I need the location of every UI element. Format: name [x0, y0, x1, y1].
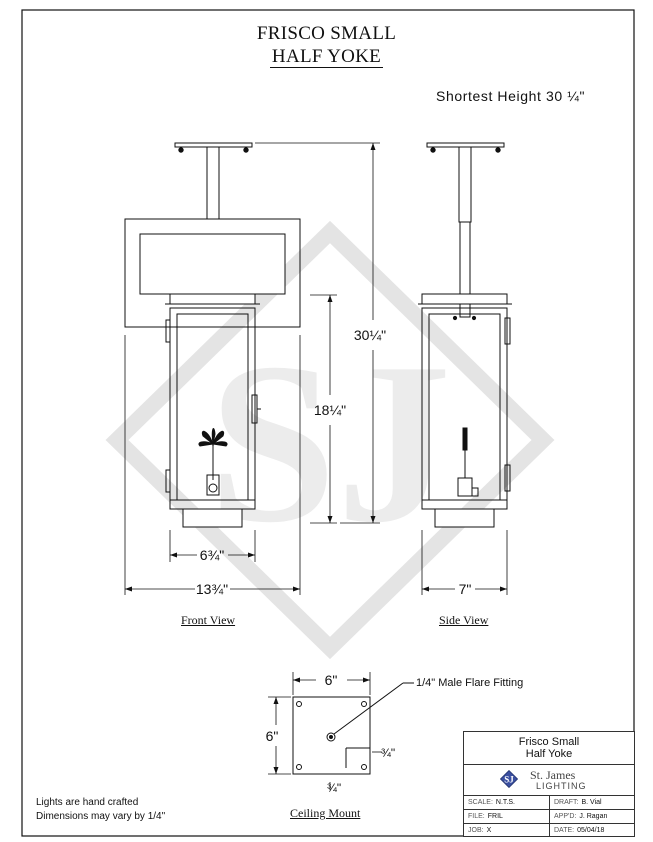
front-view-label: Front View [181, 613, 236, 627]
title-block-row-file: FILE:FRIL APP'D:J. Ragan [464, 810, 634, 824]
dim-front-body-height: 18¼" [314, 402, 346, 418]
shortest-height-note: Shortest Height 30 ¼" [436, 88, 586, 104]
job-label: JOB: [468, 827, 484, 834]
dim-mount-height: 6" [266, 728, 279, 744]
date-label: DATE: [554, 827, 575, 834]
note-line-2: Dimensions may vary by 1/4" [36, 811, 166, 822]
title-block-product-line2: Half Yoke [525, 748, 573, 760]
title-block-product: Frisco Small Half Yoke [464, 732, 634, 765]
ceiling-mount-label: Ceiling Mount [290, 806, 361, 820]
fitting-callout: 1/4" Male Flare Fitting [416, 677, 523, 689]
side-view-arrows [422, 586, 507, 592]
drawing-notes: Lights are hand crafted Dimensions may v… [36, 796, 165, 824]
scale-label: SCALE: [468, 799, 493, 806]
draft-cell: DRAFT:B. Vial [549, 796, 634, 809]
dim-front-total-height: 30¼" [354, 327, 386, 343]
draft-value: B. Vial [581, 799, 602, 806]
dim-front-outer-width: 13¾" [196, 581, 228, 597]
front-view-arrows [125, 143, 376, 592]
brand-name: St. James [530, 768, 576, 782]
dim-front-inner-width: 6¾" [200, 547, 224, 563]
appd-value: J. Ragan [579, 813, 608, 820]
drawing-title-line1: FRISCO SMALL [256, 23, 397, 44]
file-value: FRIL [487, 813, 503, 820]
file-cell: FILE:FRIL [464, 810, 549, 823]
scale-cell: SCALE:N.T.S. [464, 796, 549, 809]
dim-mount-offset-right: ¾" [381, 746, 395, 760]
brand-logo-icon: SJ [500, 770, 518, 788]
sheet-border [21, 9, 635, 837]
dim-side-width: 7" [459, 581, 472, 597]
front-view-dimensions [124, 142, 380, 595]
svg-text:SJ: SJ [504, 775, 514, 785]
side-view-drawing [418, 142, 512, 528]
date-cell: DATE:05/04/18 [549, 824, 634, 837]
appd-label: APP'D: [554, 813, 577, 820]
dim-mount-offset-bottom: ¾" [327, 781, 341, 795]
drawing-title-line2: HALF YOKE [0, 46, 653, 68]
appd-cell: APP'D:J. Ragan [549, 810, 634, 823]
dim-mount-width: 6" [325, 672, 338, 688]
job-value: X [486, 827, 492, 834]
draft-label: DRAFT: [554, 799, 579, 806]
job-cell: JOB:X [464, 824, 549, 837]
ceiling-mount-arrows [273, 677, 370, 774]
file-label: FILE: [468, 813, 485, 820]
title-block: Frisco Small Half Yoke SJ St. James LIGH… [463, 731, 635, 837]
title-block-product-line1: Frisco Small [518, 736, 580, 748]
title-block-row-job: JOB:X DATE:05/04/18 [464, 824, 634, 837]
date-value: 05/04/18 [577, 827, 605, 834]
ceiling-mount-drawing [292, 682, 414, 775]
title-block-row-scale: SCALE:N.T.S. DRAFT:B. Vial [464, 796, 634, 810]
note-line-1: Lights are hand crafted [36, 797, 139, 808]
brand-subtitle: LIGHTING [536, 781, 587, 791]
drawing-title-line2-text: HALF YOKE [269, 46, 384, 68]
title-block-brand: SJ St. James LIGHTING [464, 765, 634, 796]
front-view-drawing [124, 142, 301, 528]
scale-value: N.T.S. [495, 799, 515, 806]
side-view-label: Side View [439, 613, 489, 627]
